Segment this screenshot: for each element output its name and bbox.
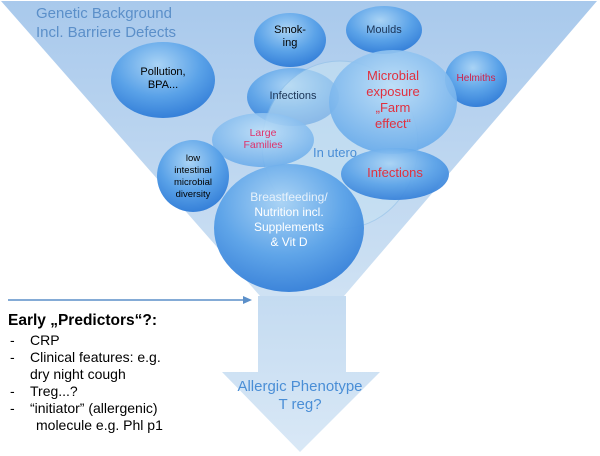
large-families-bubble <box>212 113 314 167</box>
low-diversity-bubble <box>157 140 229 212</box>
moulds-label: Moulds <box>366 24 402 36</box>
helmiths-bubble <box>445 51 507 107</box>
output-arrow <box>222 296 380 452</box>
predictor-item: “initiator” (allergenic)molecule e.g. Ph… <box>8 400 248 434</box>
genetic-background-title: Genetic Background Incl. Barriere Defect… <box>36 4 176 42</box>
in-utero-label: In utero <box>312 145 358 160</box>
infections-right-bubble <box>341 148 449 200</box>
pollution-bubble <box>111 42 215 118</box>
predictor-item: Treg...? <box>8 383 248 400</box>
predictors-list: CRP Clinical features: e.g.dry night cou… <box>8 332 248 434</box>
breastfeeding-bubble <box>214 164 364 292</box>
pollution-label: Pollution,BPA... <box>140 66 186 91</box>
breastfeeding-label: Breastfeeding/ Nutrition incl. Supplemen… <box>250 190 328 249</box>
predictors-heading: Early „Predictors“?: <box>8 312 158 329</box>
infections-right-label: Infections <box>367 165 423 180</box>
smoking-bubble <box>254 13 326 67</box>
microbial-bubble <box>329 50 457 154</box>
predictors-panel: Early „Predictors“?: CRP Clinical featur… <box>8 312 248 434</box>
predictor-arrow-head <box>243 296 252 304</box>
outcome-label: Allergic Phenotype T reg? <box>237 378 363 413</box>
predictor-item: CRP <box>8 332 248 349</box>
infections-top-label: Infections <box>269 90 317 102</box>
moulds-bubble <box>346 6 422 54</box>
helmiths-label: Helmiths <box>456 73 496 84</box>
smoking-label: Smok-ing <box>274 24 306 49</box>
title-line-2: Incl. Barriere Defects <box>36 24 177 41</box>
title-line-1: Genetic Background <box>36 5 172 22</box>
predictor-item: Clinical features: e.g.dry night cough <box>8 349 248 383</box>
